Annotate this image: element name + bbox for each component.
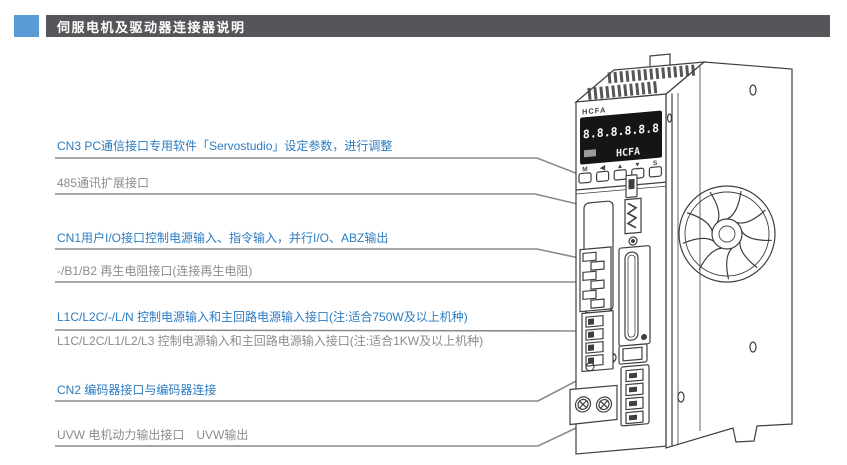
callout-power750w-label: L1C/L2C/-/L/N 控制电源输入和主回路电源输入接口(注:适合750W及… [57, 310, 468, 324]
leader-line-cn1 [55, 248, 627, 269]
panel-divider-2 [576, 185, 666, 195]
display-badge [584, 149, 596, 158]
servo-drive-illustration: HCFA 8.8.8.8.8.8 HCFA M ◀ ▲ ▼ S [569, 53, 793, 455]
leader-line-cn2 [55, 355, 625, 402]
ground-screws [569, 384, 618, 426]
power-terminal-block [581, 310, 614, 373]
leader-line-cn3 [55, 157, 628, 194]
rs485-connector [624, 197, 642, 235]
leader-line-power [54, 329, 584, 332]
fan-grille [678, 185, 776, 283]
cn3-port [625, 174, 638, 199]
panel-divider [576, 181, 666, 191]
side-screw-hole-bottom [749, 341, 757, 353]
page-title: 伺服电机及驱动器连接器说明 [57, 19, 246, 35]
top-vents [587, 64, 697, 100]
callout-cn3-label: CN3 PC通信接口专用软件「Servostudio」设定参数，进行调整 [57, 139, 393, 153]
callout-uvw-label: UVW 电机动力输出接口 UVW输出 [57, 428, 249, 442]
side-screw-hole-top [749, 84, 757, 96]
leader-lines [54, 157, 638, 447]
callout-power1kw-label: L1C/L2C/L1/L2/L3 控制电源输入和主回路电源输入接口(注:适合1K… [57, 334, 484, 348]
front-face: HCFA 8.8.8.8.8.8 HCFA M ◀ ▲ ▼ S [569, 93, 667, 455]
button-label-set: S [653, 160, 658, 167]
header-accent-square [14, 15, 39, 37]
callout-regen-label: -/B1/B2 再生电阻接口(连接再生电阻) [57, 264, 253, 278]
button-label-up: ▲ [617, 163, 623, 171]
side-panel [665, 61, 793, 449]
chamfer-screw-hole [666, 113, 673, 123]
button-label-back: ◀ [599, 164, 606, 172]
cn1-connector [618, 245, 651, 347]
button-label-down: ▼ [634, 161, 640, 169]
leader-line-uvw [55, 403, 628, 447]
led-display: 8.8.8.8.8.8 HCFA [580, 110, 662, 165]
leader-line-rs485 [55, 193, 638, 219]
back-button[interactable] [595, 170, 610, 183]
panel-screw [628, 236, 638, 246]
up-button[interactable] [613, 169, 627, 181]
brand-logo: HCFA [582, 105, 606, 116]
regen-terminal-block [579, 246, 612, 313]
button-label-mode: M [582, 166, 587, 173]
callout-rs485-label: 485通讯扩展接口 [57, 176, 150, 190]
callout-cn2-label: CN2 编码器接口与编码器连接 [57, 383, 217, 397]
callout-cn1-label: CN1用户I/O接口控制电源输入、指令输入，并行I/O、ABZ输出 [57, 231, 389, 245]
small-round-port [585, 362, 595, 372]
display-text: HCFA [616, 146, 640, 159]
section-header: 伺服电机及驱动器连接器说明 [46, 15, 830, 37]
set-button[interactable] [648, 166, 663, 178]
display-digits: 8.8.8.8.8.8 [583, 121, 659, 142]
uvw-terminal [620, 364, 650, 427]
side-screw-hole-lower-left [677, 391, 685, 403]
mode-button[interactable] [578, 172, 592, 184]
